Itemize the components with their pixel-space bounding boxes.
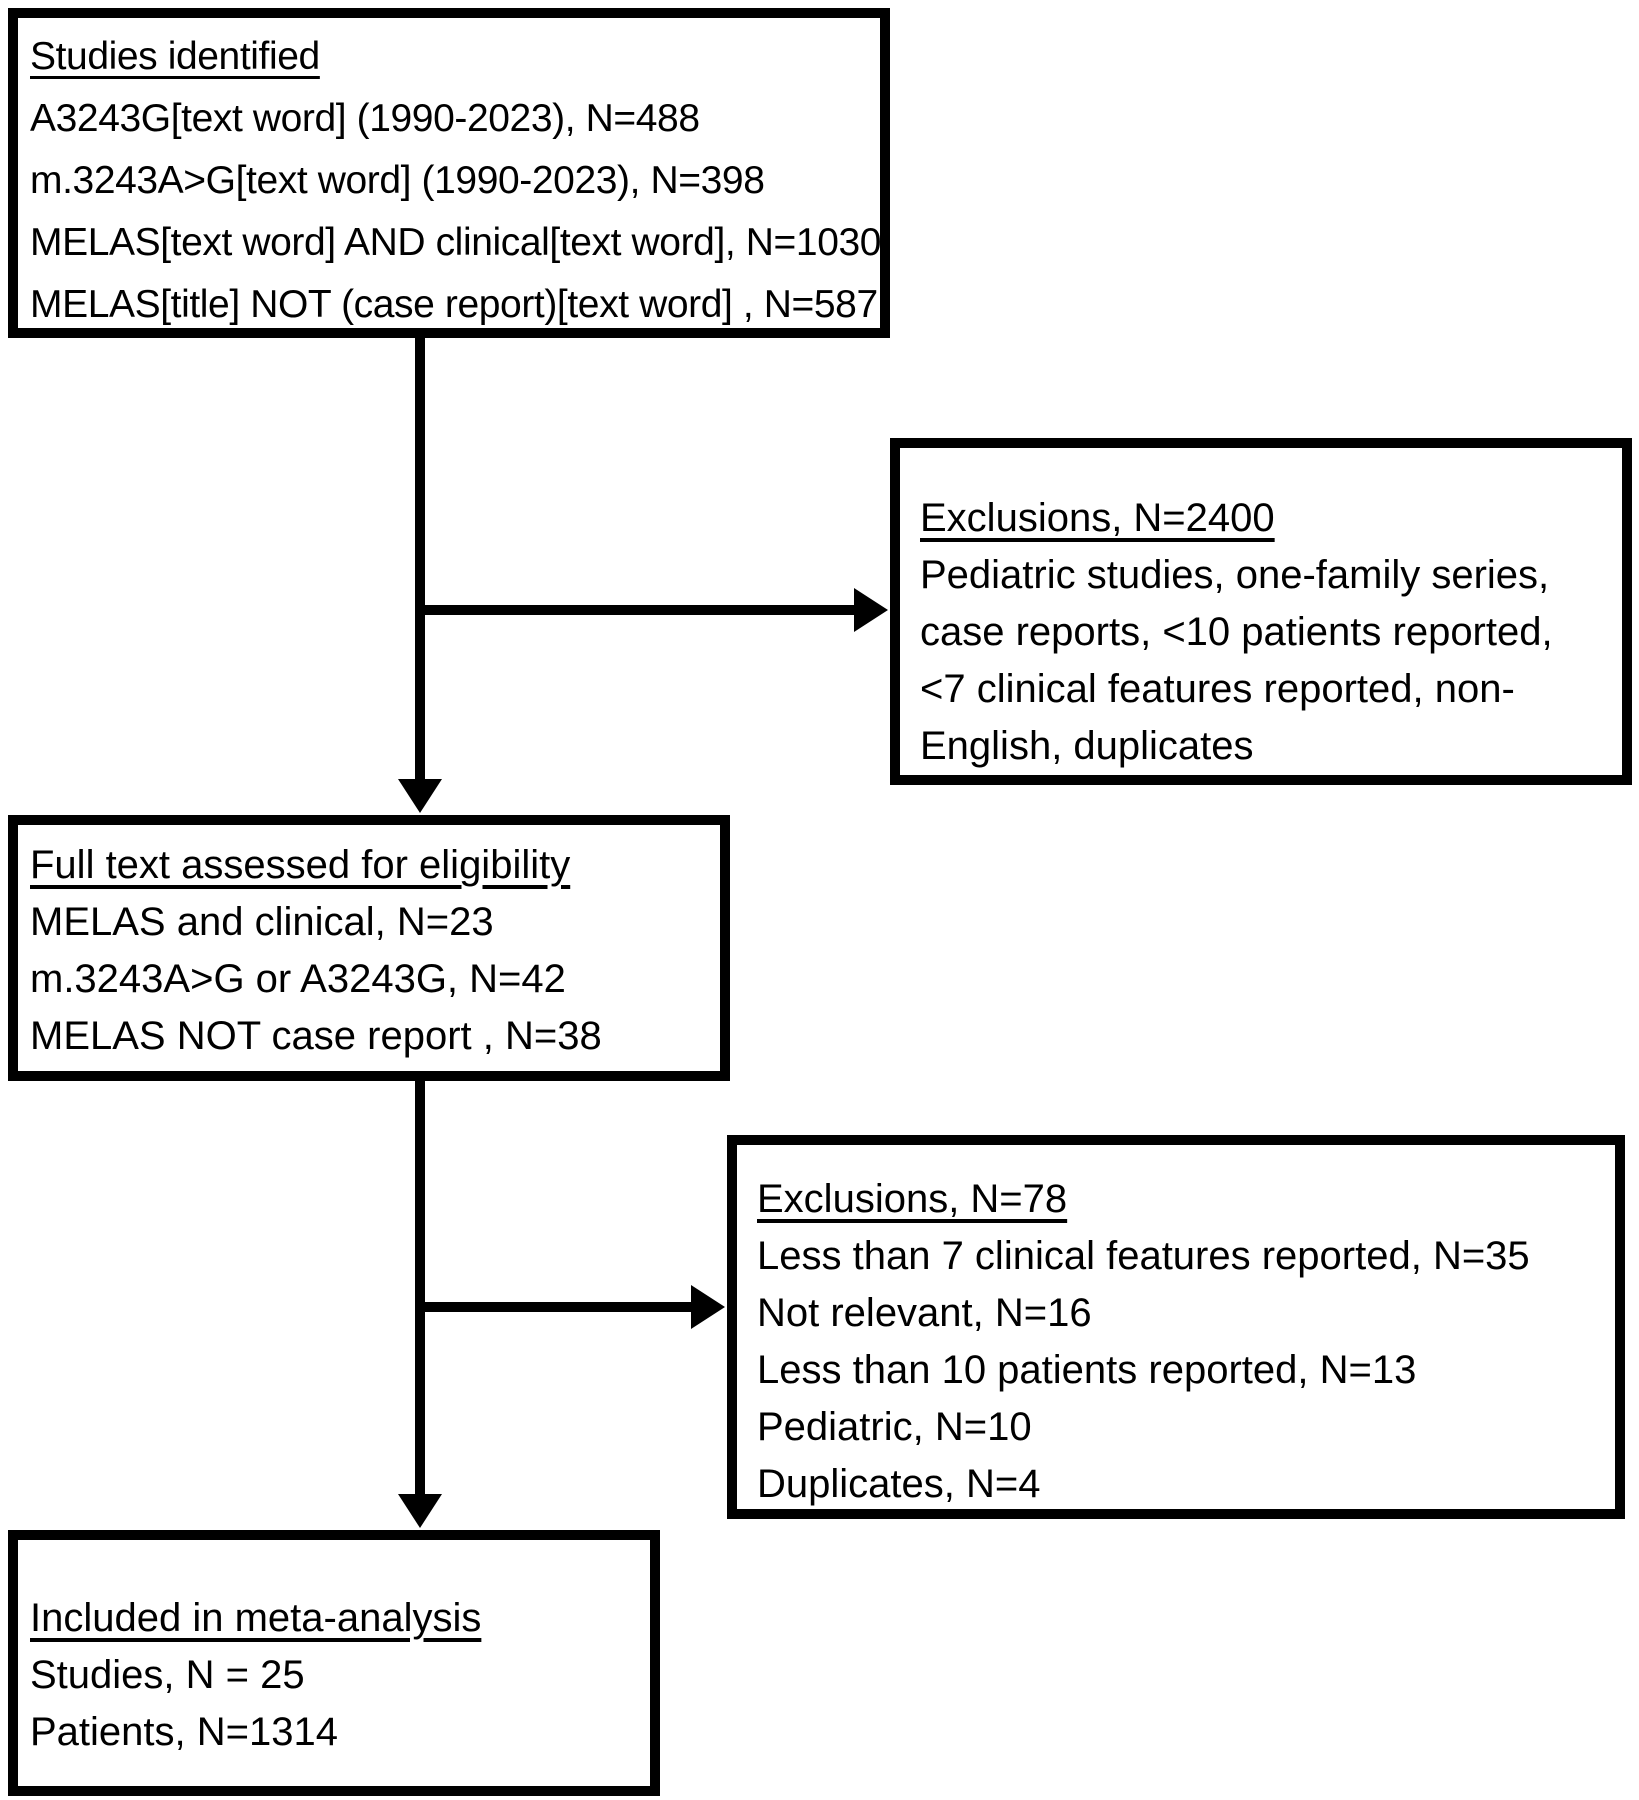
studies-identified-title: Studies identified bbox=[30, 35, 320, 78]
connector-branch-to-exclusions-78 bbox=[415, 1302, 691, 1312]
search-query-line: MELAS[text word] AND clinical[text word]… bbox=[30, 221, 882, 264]
exclusions-2400-title: Exclusions, N=2400 bbox=[920, 496, 1275, 540]
exclusion-reason-line: Pediatric studies, one-family series, bbox=[920, 553, 1550, 597]
included-count-line: Studies, N = 25 bbox=[30, 1653, 305, 1697]
eligibility-query-line: m.3243A>G or A3243G, N=42 bbox=[30, 957, 566, 1001]
full-text-assessed-title: Full text assessed for eligibility bbox=[30, 843, 571, 887]
connector-branch-to-exclusions-2400 bbox=[415, 605, 854, 615]
full-text-assessed-box: Full text assessed for eligibility MELAS… bbox=[8, 815, 730, 1081]
exclusions-78-box: Exclusions, N=78 Less than 7 clinical fe… bbox=[727, 1135, 1625, 1519]
search-query-line: MELAS[title] NOT (case report)[text word… bbox=[30, 283, 878, 326]
included-count-line: Patients, N=1314 bbox=[30, 1710, 338, 1754]
exclusions-78-title: Exclusions, N=78 bbox=[757, 1177, 1068, 1221]
search-query-line: A3243G[text word] (1990-2023), N=488 bbox=[30, 97, 700, 140]
exclusion-reason-line: Less than 7 clinical features reported, … bbox=[757, 1234, 1530, 1278]
exclusion-reason-line: case reports, <10 patients reported, bbox=[920, 610, 1553, 654]
included-meta-analysis-title: Included in meta-analysis bbox=[30, 1596, 482, 1640]
studies-identified-box: Studies identified A3243G[text word] (19… bbox=[8, 8, 890, 338]
exclusion-reason-line: English, duplicates bbox=[920, 724, 1254, 768]
exclusion-reason-line: Duplicates, N=4 bbox=[757, 1462, 1041, 1506]
eligibility-query-line: MELAS NOT case report , N=38 bbox=[30, 1014, 602, 1058]
exclusion-reason-line: Less than 10 patients reported, N=13 bbox=[757, 1348, 1417, 1392]
exclusion-reason-line: <7 clinical features reported, non- bbox=[920, 667, 1515, 711]
arrowhead-right-icon bbox=[691, 1285, 725, 1329]
search-query-line: m.3243A>G[text word] (1990-2023), N=398 bbox=[30, 159, 765, 202]
arrowhead-right-icon bbox=[854, 588, 888, 632]
included-meta-analysis-box: Included in meta-analysis Studies, N = 2… bbox=[8, 1530, 660, 1796]
exclusion-reason-line: Pediatric, N=10 bbox=[757, 1405, 1032, 1449]
arrowhead-down-icon bbox=[398, 1494, 442, 1528]
connector-studies-to-fulltext bbox=[415, 338, 425, 779]
connector-fulltext-to-included bbox=[415, 1081, 425, 1494]
exclusions-2400-box: Exclusions, N=2400 Pediatric studies, on… bbox=[890, 438, 1632, 785]
eligibility-query-line: MELAS and clinical, N=23 bbox=[30, 900, 494, 944]
arrowhead-down-icon bbox=[398, 779, 442, 813]
exclusion-reason-line: Not relevant, N=16 bbox=[757, 1291, 1092, 1335]
